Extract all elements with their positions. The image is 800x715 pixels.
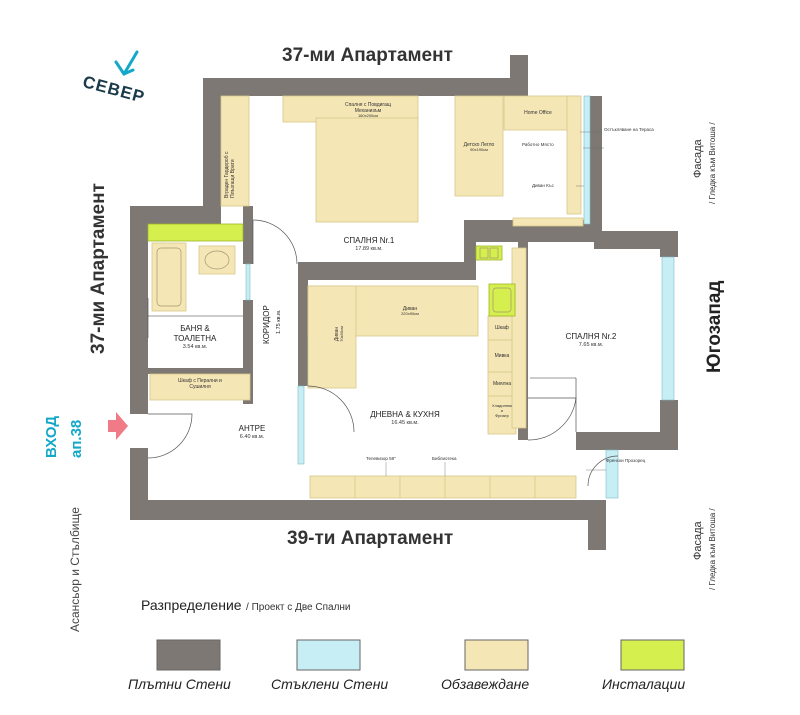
legend-glass-walls: Стъклени Стени (271, 676, 389, 692)
room-hall: АНТРЕ 6.40 кв.м. (220, 424, 284, 441)
room-bedroom1-area: 17.89 кв.м. (355, 246, 383, 252)
room-bath-name2: ТОАЛЕТНА (173, 334, 217, 343)
entrance-label: ВХОД (43, 415, 60, 458)
bed-label-line1: Спалня с Повдигащ (344, 102, 392, 108)
window-terrace-label: Остъкляване на Тераса (604, 127, 654, 132)
caption-subtitle: / Проект с Две Спални (246, 602, 351, 613)
elevator-label: Асансьор и Стълбище (68, 507, 82, 632)
room-bedroom1: СПАЛНЯ Nr.1 17.89 кв.м. (334, 236, 404, 253)
sofa-bed-label: Диван Къс (532, 183, 554, 188)
furniture (149, 95, 584, 499)
fridge-label: Хладилник и Фризер (486, 403, 518, 418)
sofa-main-label: Диван 220x90см (380, 306, 440, 317)
bed-label-line2: Механизъм (354, 108, 382, 114)
neighbor-top-label: 37-ми Апартамент (282, 45, 453, 66)
room-hall-area: 6.40 кв.м. (239, 434, 265, 440)
room-corridor-name: КОРИДОР (262, 305, 271, 344)
sofa-main-label-line1: Диван (402, 306, 418, 312)
laundry-label: Шкаф с Перални и Сушилня (152, 378, 248, 390)
sofa-side-size: 70x90см (339, 326, 344, 342)
french-window-label: Френски Прозорец (606, 458, 646, 463)
bed-size: 160x200см (357, 113, 379, 118)
room-bedroom2-name: СПАЛНЯ Nr.2 (565, 332, 617, 341)
room-bath: БАНЯ & ТОАЛЕТНА 3.54 кв.м. (160, 324, 230, 351)
legend-solid-walls: Плътни Стени (128, 676, 231, 692)
apartment-number: ап.38 (68, 419, 85, 458)
glass-walls (245, 95, 675, 499)
entry-arrow-icon (108, 412, 128, 440)
kids-bed-label-line1: Детско Легло (463, 142, 495, 148)
office-label: Home Office (524, 110, 552, 116)
tv-label: Телевизор 58" (366, 456, 396, 461)
fridge-label-line2: и (500, 407, 504, 413)
legend-installations: Инсталации (602, 676, 686, 692)
room-corridor-area: 1.75 кв.м. (276, 309, 282, 334)
legend-swatches (156, 639, 685, 671)
room-bedroom2-area: 7.65 кв.м. (578, 342, 604, 348)
facade-bottom-label: Фасада (692, 521, 704, 560)
wardrobe-label: Вграден Гардероб с Плъзгащи Врати (224, 98, 236, 198)
bed-label: Спалня с Повдигащ Механизъм 160x200см (318, 102, 418, 119)
neighbor-bottom-label: 39-ти Апартамент (287, 528, 454, 549)
room-bath-name1: БАНЯ & (180, 324, 210, 333)
neighbor-left-label: 37-ми Апартамент (88, 183, 109, 354)
room-living: ДНЕВНА & КУХНЯ 16.45 кв.м. (360, 410, 450, 427)
room-bath-area: 3.54 кв.м. (182, 344, 208, 350)
room-living-name: ДНЕВНА & КУХНЯ (370, 410, 440, 419)
legend-furniture: Обзавеждане (441, 676, 530, 692)
sofa-side-label: Диван 70x90см (334, 314, 345, 354)
room-bedroom2: СПАЛНЯ Nr.2 7.65 кв.м. (556, 332, 626, 349)
laundry-label-line1: Шкаф с Перални и (178, 378, 222, 384)
sink-label: Мивка (494, 353, 510, 359)
caption-title: Разпределение (141, 597, 242, 613)
southwest-label: Югозапад (704, 280, 725, 373)
caption: Разпределение / Проект с Две Спални (141, 597, 351, 615)
cabinet-label: Шкаф (495, 325, 509, 331)
room-hall-name: АНТРЕ (238, 424, 266, 433)
laundry-label-line2: Сушилня (189, 384, 211, 390)
sofa-main-size: 220x90см (401, 311, 419, 316)
fridge-label-line1: Хладилник (491, 403, 513, 408)
dishwasher-label: Миялна (492, 381, 512, 387)
room-corridor: КОРИДОР (262, 305, 272, 344)
library-label: Библиотека (432, 456, 457, 461)
solid-walls (130, 55, 678, 550)
kids-bed-size: 90x190см (470, 147, 488, 152)
room-living-area: 16.45 кв.м. (391, 420, 419, 426)
facade-top-view: / Гледка към Витоша / (708, 122, 717, 204)
north-arrow-icon (114, 50, 139, 76)
facade-top-label: Фасада (692, 139, 704, 178)
wardrobe-label-line2: Плъзгащи Врати (230, 159, 236, 198)
room-bedroom1-name: СПАЛНЯ Nr.1 (343, 236, 395, 245)
workplace-label: Работно Място (522, 142, 554, 147)
kids-bed-label: Детско Легло 90x190см (456, 142, 502, 153)
facade-bottom-view: / Гледка към Витоша / (708, 508, 717, 590)
fridge-label-line3: Фризер (495, 412, 509, 418)
